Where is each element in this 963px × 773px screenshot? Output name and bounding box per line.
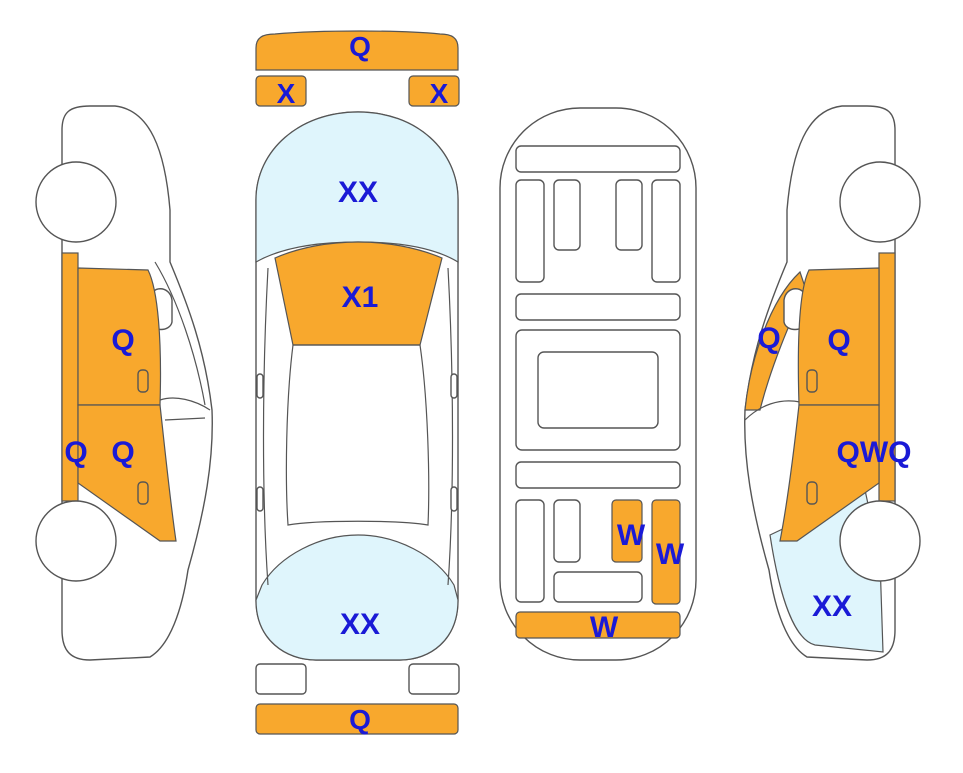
- left-rear-door-line: [154, 261, 206, 406]
- left-rear-wheel: [35, 500, 117, 582]
- ub-panel-b-label: W: [656, 538, 685, 571]
- right-front-door-label: Q: [827, 324, 850, 357]
- taillight-left[interactable]: [255, 663, 307, 695]
- underbody-view: W W W: [499, 107, 697, 661]
- right-rear-fender-label: XX: [812, 590, 852, 623]
- windshield-label: X1: [342, 281, 379, 314]
- left-front-door-line: [159, 397, 211, 411]
- ub-cross-bar-2: [515, 461, 681, 489]
- headlight-right-label: X: [430, 78, 449, 109]
- ub-front-mid-left: [553, 179, 581, 251]
- rear-bumper-label: Q: [349, 704, 371, 735]
- top-right-side-line: [447, 267, 454, 586]
- left-rear-handle[interactable]: [137, 481, 149, 505]
- ub-cross-bar-1: [515, 293, 681, 321]
- top-mirror-right: [450, 373, 458, 399]
- ub-rear-panel[interactable]: [515, 611, 681, 639]
- ub-panel-a[interactable]: [611, 499, 643, 563]
- ub-rear-mid-left: [553, 499, 581, 563]
- right-rear-door-panel[interactable]: [779, 404, 880, 542]
- left-side-view: Q Q Q: [35, 105, 213, 661]
- right-front-wheel: [839, 161, 921, 243]
- roof-outline: [285, 344, 430, 526]
- ub-front-left: [515, 179, 545, 283]
- right-side-view: Q Q QWQ XX: [744, 105, 921, 661]
- top-left-side-line: [262, 267, 269, 586]
- ub-rear-low: [553, 571, 643, 603]
- left-rocker-label: Q: [64, 436, 87, 469]
- top-handle-right: [450, 486, 458, 512]
- rear-window-panel[interactable]: [255, 534, 459, 661]
- left-window-line: [164, 417, 206, 421]
- top-view: Q X X XX X1 XX Q: [255, 30, 460, 735]
- ub-panel-b[interactable]: [651, 499, 681, 605]
- headlight-left-label: X: [277, 78, 296, 109]
- headlight-right[interactable]: [408, 75, 460, 107]
- left-front-wheel: [35, 161, 117, 243]
- right-window-line: [744, 400, 801, 421]
- ub-front-mid-right: [615, 179, 643, 251]
- rear-window-label: XX: [340, 608, 380, 641]
- ub-panel-a-label: W: [617, 519, 646, 552]
- front-bumper-label: Q: [349, 31, 371, 62]
- ub-front-right: [651, 179, 681, 283]
- rear-bumper[interactable]: [255, 703, 459, 735]
- right-front-handle[interactable]: [806, 369, 818, 393]
- hood-label: XX: [338, 176, 378, 209]
- right-a-pillar-label: Q: [757, 322, 780, 355]
- top-handle-left: [256, 486, 264, 512]
- ub-rear-panel-label: W: [590, 611, 619, 644]
- left-front-handle[interactable]: [137, 369, 149, 393]
- top-mirror-left: [256, 373, 264, 399]
- taillight-right[interactable]: [408, 663, 460, 695]
- ub-center-frame: [515, 329, 681, 451]
- ub-rear-left: [515, 499, 545, 603]
- right-rear-handle[interactable]: [806, 481, 818, 505]
- ub-front-bar: [515, 145, 681, 173]
- right-rear-door-label: QWQ: [837, 436, 912, 469]
- headlight-left[interactable]: [255, 75, 307, 107]
- left-rear-door-panel[interactable]: [77, 404, 177, 542]
- left-rear-door-label: Q: [111, 436, 134, 469]
- left-front-door-label: Q: [111, 324, 134, 357]
- ub-center-box: [537, 351, 659, 429]
- right-rear-wheel: [839, 500, 921, 582]
- windshield-panel[interactable]: [274, 241, 443, 346]
- front-bumper[interactable]: [255, 30, 459, 71]
- hood-panel[interactable]: [255, 111, 459, 264]
